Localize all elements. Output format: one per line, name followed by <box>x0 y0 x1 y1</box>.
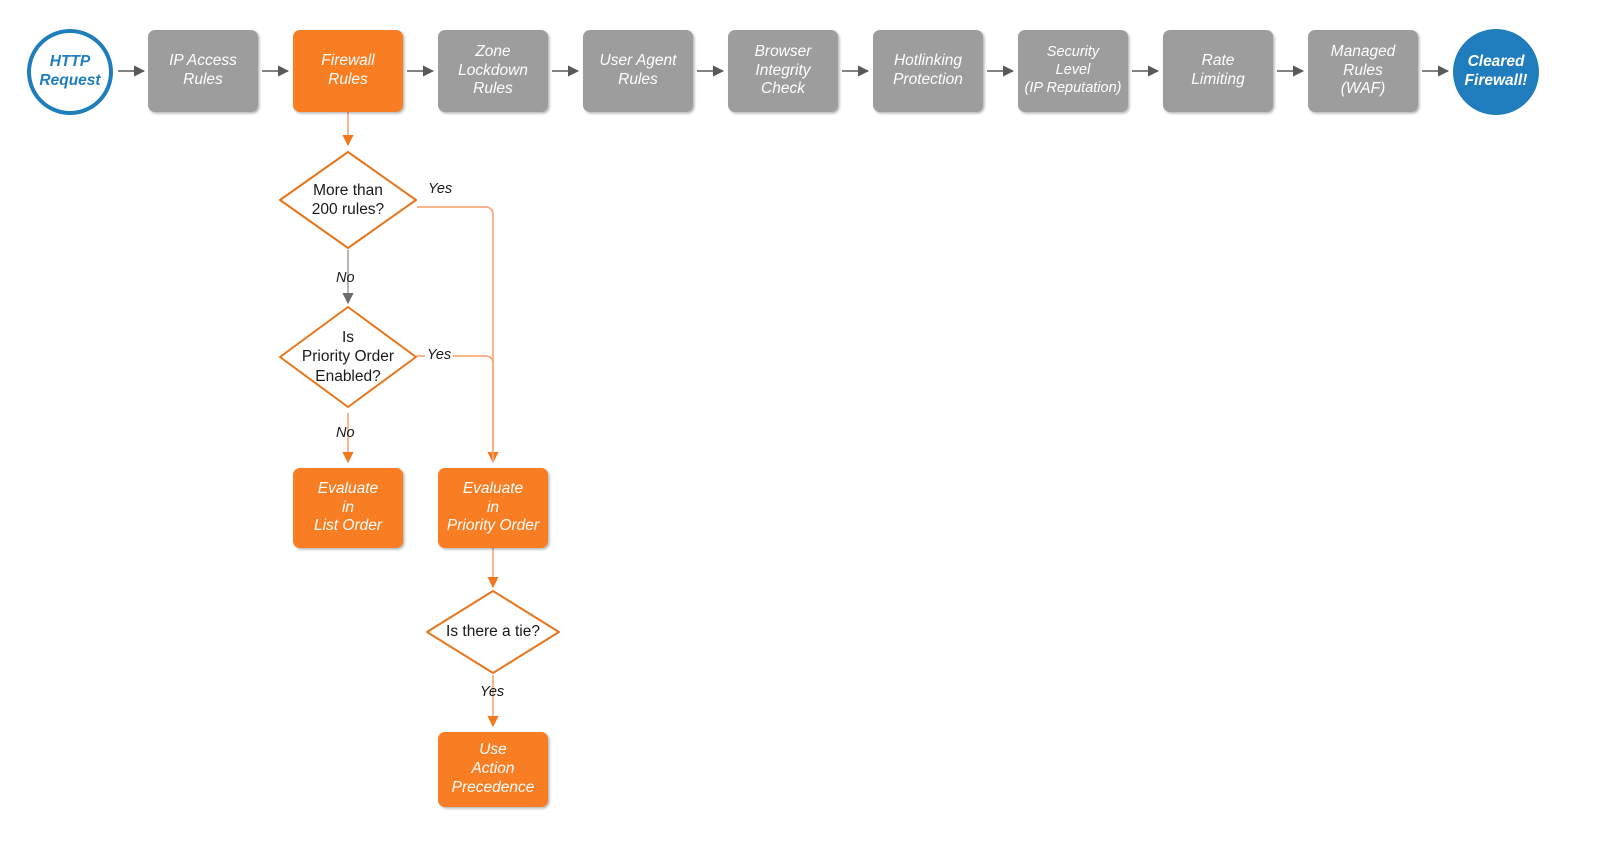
node-is-there-a-tie-label: Is there a tie? <box>446 623 540 641</box>
edge-label-tie-yes: Yes <box>480 684 505 700</box>
node-managed-rules-waf[interactable]: Managed Rules (WAF) <box>1308 30 1418 112</box>
edge-more-than-200-yes <box>417 206 499 464</box>
node-firewall-rules[interactable]: Firewall Rules <box>293 30 403 112</box>
node-ip-access-rules-label: IP Access Rules <box>169 52 237 88</box>
node-hotlinking-protection-label: Hotlinking Protection <box>893 52 963 88</box>
node-cleared-firewall-label: Cleared Firewall! <box>1464 53 1528 89</box>
edge-label-more-than-200-no: No <box>336 270 355 286</box>
node-user-agent-rules[interactable]: User Agent Rules <box>583 30 693 112</box>
node-is-priority-order-enabled-label: Is Priority Order Enabled? <box>301 328 395 385</box>
node-evaluate-priority-order[interactable]: Evaluate in Priority Order <box>438 468 548 548</box>
node-evaluate-list-order-label: Evaluate in List Order <box>313 479 383 535</box>
node-security-level[interactable]: Security Level (IP Reputation) <box>1018 30 1128 112</box>
edge-label-priority-order-no: No <box>336 425 355 441</box>
node-rate-limiting[interactable]: Rate Limiting <box>1163 30 1273 112</box>
node-browser-integrity-check[interactable]: Browser Integrity Check <box>728 30 838 112</box>
node-use-action-precedence[interactable]: Use Action Precedence <box>438 732 548 807</box>
node-firewall-rules-label: Firewall Rules <box>321 52 375 88</box>
node-security-level-label: Security Level (IP Reputation) <box>1024 44 1122 96</box>
node-hotlinking-protection[interactable]: Hotlinking Protection <box>873 30 983 112</box>
node-zone-lockdown-rules[interactable]: Zone Lockdown Rules <box>438 30 548 112</box>
node-is-priority-order-enabled[interactable]: Is Priority Order Enabled? <box>277 304 419 410</box>
node-evaluate-list-order[interactable]: Evaluate in List Order <box>293 468 403 548</box>
node-use-action-precedence-label: Use Action Precedence <box>451 741 535 796</box>
node-browser-integrity-check-label: Browser Integrity Check <box>754 42 812 98</box>
node-managed-rules-waf-label: Managed Rules (WAF) <box>1330 42 1396 98</box>
node-http-request-label: HTTP Request <box>39 53 101 89</box>
node-http-request[interactable]: HTTP Request <box>27 29 113 115</box>
node-rate-limiting-label: Rate Limiting <box>1191 52 1245 88</box>
node-zone-lockdown-rules-label: Zone Lockdown Rules <box>458 42 528 98</box>
node-cleared-firewall[interactable]: Cleared Firewall! <box>1453 29 1539 115</box>
node-evaluate-priority-order-label: Evaluate in Priority Order <box>446 479 540 535</box>
edge-label-more-than-200-yes: Yes <box>428 181 453 197</box>
node-ip-access-rules[interactable]: IP Access Rules <box>148 30 258 112</box>
node-is-there-a-tie[interactable]: Is there a tie? <box>424 588 562 676</box>
edge-priority-order-yes <box>417 355 494 462</box>
edge-label-priority-order-yes: Yes <box>425 347 454 363</box>
node-more-than-200-rules-label: More than 200 rules? <box>311 181 385 218</box>
node-user-agent-rules-label: User Agent Rules <box>599 52 677 88</box>
node-more-than-200-rules[interactable]: More than 200 rules? <box>277 149 419 251</box>
